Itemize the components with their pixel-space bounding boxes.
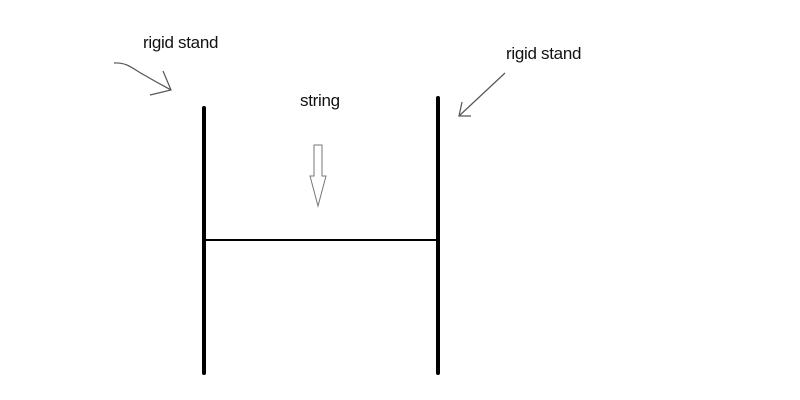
left-curved-arrow-icon: [113, 62, 172, 96]
right-stand-label: rigid stand: [506, 44, 582, 63]
right-arrow-icon: [458, 72, 506, 117]
string-label: string: [300, 91, 340, 110]
left-stand-label: rigid stand: [143, 33, 219, 52]
down-hollow-arrow-icon: [309, 144, 327, 208]
